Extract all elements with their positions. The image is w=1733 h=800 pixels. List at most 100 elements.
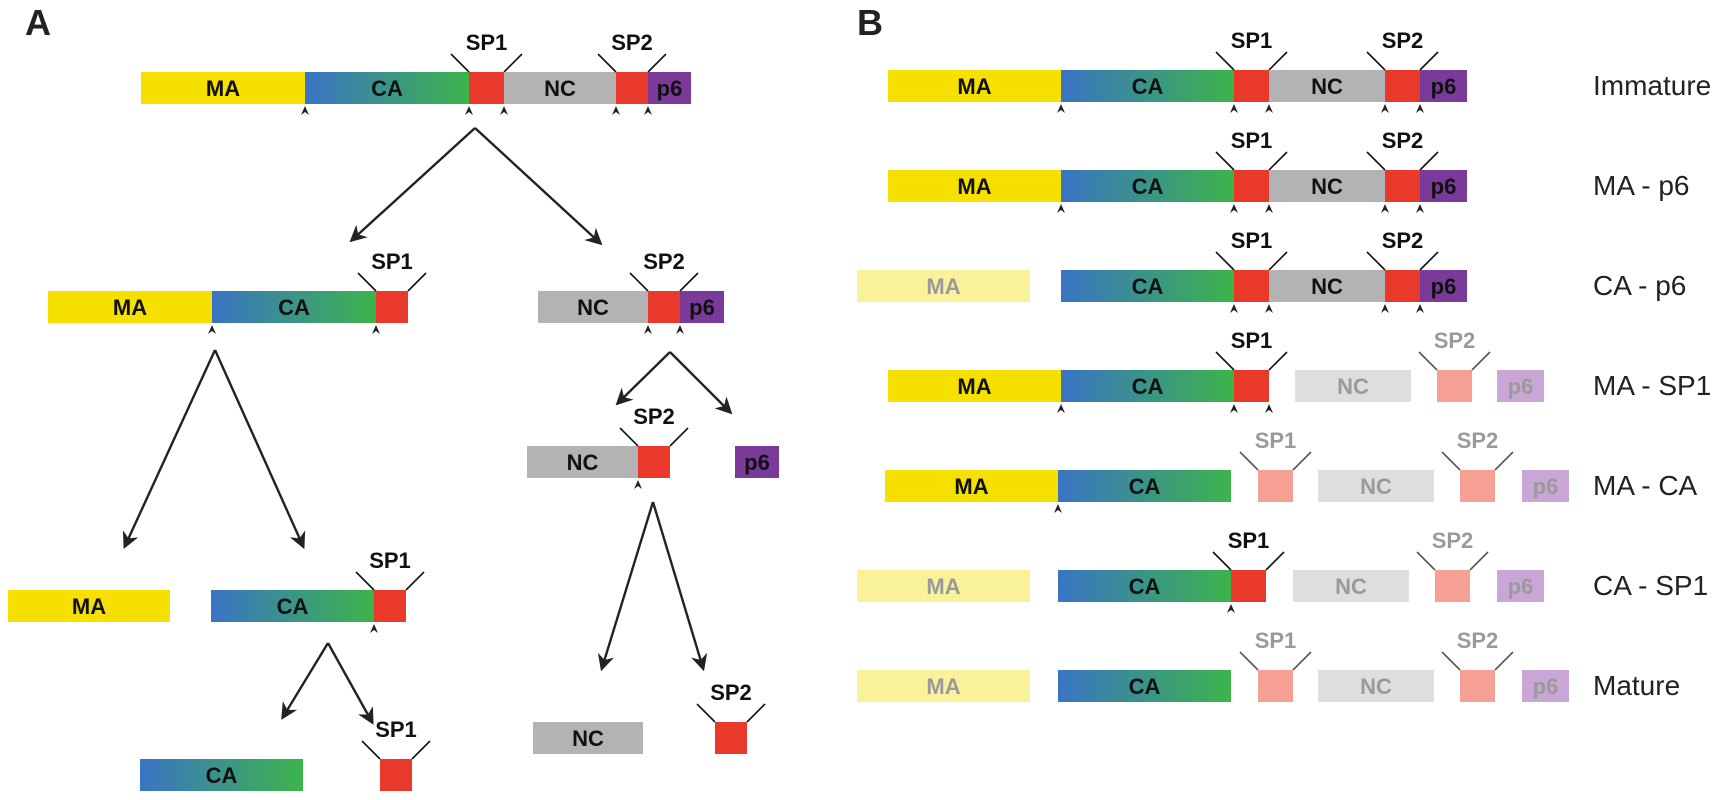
p6-label: p6 xyxy=(689,295,715,320)
sp2-label: SP2 xyxy=(1382,228,1424,253)
sp-tick-left xyxy=(1215,51,1235,71)
processing-arrow xyxy=(474,127,603,246)
sp1-label: SP1 xyxy=(1255,428,1297,453)
sp1-domain xyxy=(1234,70,1269,102)
sp2-domain xyxy=(648,291,680,323)
sp2-domain xyxy=(1385,170,1420,202)
processing-arrow xyxy=(669,351,733,415)
p6-domain xyxy=(1420,170,1467,202)
sp2-label: SP2 xyxy=(710,680,752,705)
sp-tick-left xyxy=(1441,451,1461,471)
sp-tick-right xyxy=(1268,51,1288,71)
sp-tick-right xyxy=(1268,151,1288,171)
sp2-domain xyxy=(1385,270,1420,302)
ca-domain xyxy=(140,759,303,791)
ma-label: MA xyxy=(957,174,991,199)
processing-arrow xyxy=(597,501,655,672)
nc-label: NC xyxy=(1311,174,1343,199)
panel-a-label: A xyxy=(25,2,51,43)
sp-tick-right xyxy=(1469,551,1489,571)
p6-label: p6 xyxy=(1431,274,1457,299)
nc-label: NC xyxy=(577,295,609,320)
sp2-domain xyxy=(1460,470,1495,502)
ca-domain xyxy=(305,72,469,104)
sp2-domain xyxy=(1437,370,1472,402)
sp1-label: SP1 xyxy=(1255,628,1297,653)
cleavage-site-marker xyxy=(1416,204,1424,213)
nc-domain xyxy=(504,72,616,104)
sp2-label: SP2 xyxy=(1457,628,1499,653)
sp-tick-right xyxy=(1292,651,1312,671)
sp-tick-right xyxy=(1265,551,1285,571)
cleavage-site-marker xyxy=(208,325,216,334)
sp-tick-left xyxy=(696,703,716,723)
ma-domain xyxy=(8,590,170,622)
sp1-domain xyxy=(376,291,408,323)
ca-domain xyxy=(1058,470,1231,502)
nc-domain xyxy=(1269,270,1385,302)
nc-label: NC xyxy=(567,450,599,475)
processing-arrow xyxy=(349,127,476,243)
p6-domain xyxy=(1497,370,1544,402)
sp2-label: SP2 xyxy=(1434,328,1476,353)
sp-tick-left xyxy=(1239,651,1259,671)
sp-tick-right xyxy=(1292,451,1312,471)
ca-label: CA xyxy=(1132,274,1164,299)
ma-label: MA xyxy=(113,295,147,320)
sp-tick-right xyxy=(1419,251,1439,271)
cleavage-site-marker xyxy=(301,106,309,115)
row-label-ca-p6: CA - p6 xyxy=(1593,270,1686,301)
sp2-domain xyxy=(1385,70,1420,102)
ma-domain xyxy=(857,670,1030,702)
sp-tick-left xyxy=(1215,251,1235,271)
sp2-label: SP2 xyxy=(633,404,675,429)
sp-tick-right xyxy=(405,571,425,591)
sp-tick-right xyxy=(1419,151,1439,171)
sp-tick-left xyxy=(1366,51,1386,71)
sp-tick-left xyxy=(355,571,375,591)
ca-label: CA xyxy=(1132,74,1164,99)
sp-tick-right xyxy=(503,53,523,73)
sp2-domain xyxy=(1435,570,1470,602)
cleavage-site-marker xyxy=(676,325,684,334)
ma-domain xyxy=(857,270,1030,302)
sp1-domain xyxy=(1234,270,1269,302)
ma-label: MA xyxy=(926,574,960,599)
sp1-label: SP1 xyxy=(1231,28,1273,53)
cleavage-site-marker xyxy=(644,325,652,334)
sp-tick-left xyxy=(1366,151,1386,171)
sp-tick-left xyxy=(1441,651,1461,671)
sp-tick-left xyxy=(629,272,649,292)
p6-domain xyxy=(735,446,779,478)
sp1-domain xyxy=(1231,570,1266,602)
ma-label: MA xyxy=(206,76,240,101)
sp-tick-right xyxy=(1268,351,1288,371)
sp-tick-right xyxy=(1494,451,1514,471)
nc-domain xyxy=(533,722,643,754)
row-label-mature: Mature xyxy=(1593,670,1680,701)
ca-label: CA xyxy=(277,594,309,619)
sp1-domain xyxy=(380,759,412,791)
ca-domain xyxy=(1061,270,1234,302)
nc-label: NC xyxy=(1360,674,1392,699)
sp-tick-left xyxy=(361,740,381,760)
p6-label: p6 xyxy=(1533,674,1559,699)
cleavage-site-marker xyxy=(370,624,378,633)
ca-domain xyxy=(211,590,374,622)
ca-label: CA xyxy=(206,763,238,788)
sp-tick-right xyxy=(407,272,427,292)
sp-tick-right xyxy=(1471,351,1491,371)
ca-domain xyxy=(212,291,376,323)
ma-domain xyxy=(48,291,212,323)
ma-domain xyxy=(141,72,305,104)
sp-tick-right xyxy=(647,53,667,73)
nc-label: NC xyxy=(572,726,604,751)
cleavage-site-marker xyxy=(634,480,642,489)
p6-domain xyxy=(1420,70,1467,102)
ma-label: MA xyxy=(926,274,960,299)
ca-label: CA xyxy=(1132,174,1164,199)
nc-label: NC xyxy=(1335,574,1367,599)
row-label-immature: Immature xyxy=(1593,70,1711,101)
ca-label: CA xyxy=(1129,674,1161,699)
sp-tick-right xyxy=(669,427,689,447)
